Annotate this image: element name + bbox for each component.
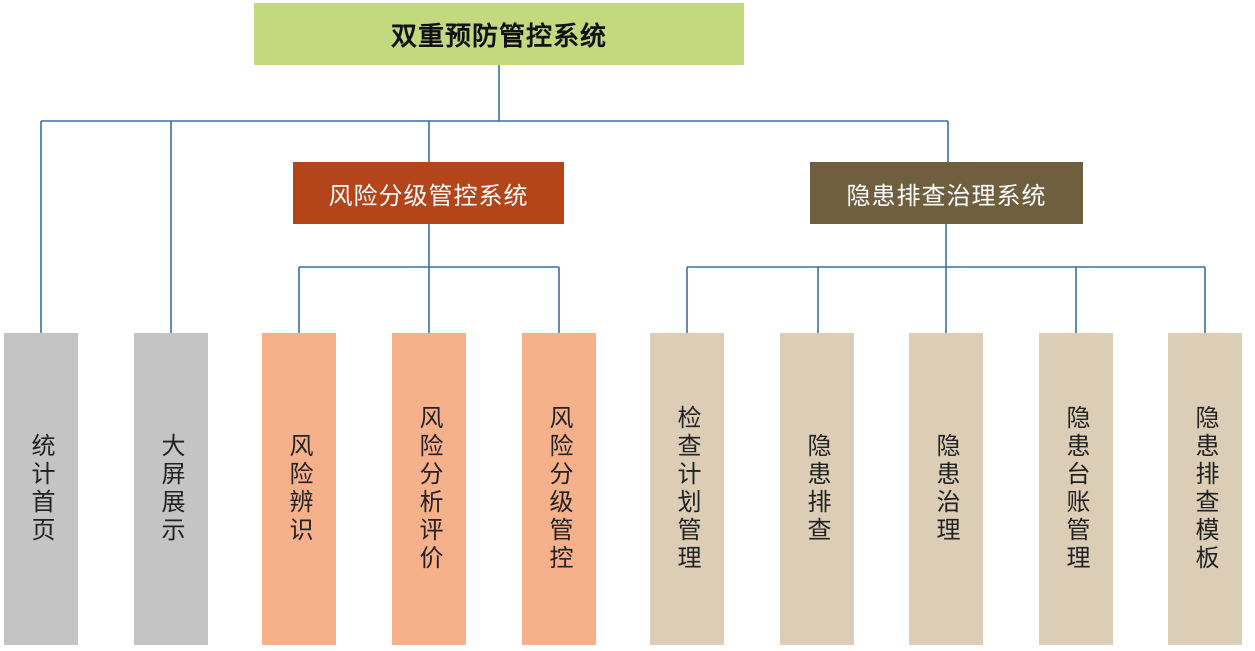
- module-hazard-check-label: 隐患排查: [803, 433, 831, 545]
- module-hazard-ledger-label: 隐患台账管理: [1062, 405, 1090, 573]
- module-inspection-plan: 检查计划管理: [650, 333, 724, 645]
- module-stats-home-label: 统计首页: [27, 433, 55, 545]
- module-risk-grading: 风险分级管控: [522, 333, 596, 645]
- module-hazard-check: 隐患排查: [780, 333, 854, 645]
- module-hazard-template: 隐患排查模板: [1168, 333, 1242, 645]
- module-hazard-ledger: 隐患台账管理: [1039, 333, 1113, 645]
- module-hazard-treat: 隐患治理: [909, 333, 983, 645]
- module-risk-identify: 风险辨识: [262, 333, 336, 645]
- module-hazard-treat-label: 隐患治理: [932, 433, 960, 545]
- module-risk-grading-label: 风险分级管控: [545, 405, 573, 573]
- hazard-system-box: 隐患排查治理系统: [810, 162, 1083, 224]
- module-big-screen: 大屏展示: [134, 333, 208, 645]
- risk-system-box: 风险分级管控系统: [293, 162, 564, 224]
- root-system-box: 双重预防管控系统: [254, 3, 744, 65]
- module-inspection-plan-label: 检查计划管理: [673, 405, 701, 573]
- hazard-system-label: 隐患排查治理系统: [846, 181, 1047, 210]
- module-risk-identify-label: 风险辨识: [285, 433, 313, 545]
- module-risk-evaluate: 风险分析评价: [392, 333, 466, 645]
- module-hazard-template-label: 隐患排查模板: [1191, 405, 1219, 573]
- root-system-label: 双重预防管控系统: [390, 21, 607, 52]
- risk-system-label: 风险分级管控系统: [328, 181, 529, 210]
- module-big-screen-label: 大屏展示: [157, 433, 185, 545]
- module-risk-evaluate-label: 风险分析评价: [415, 405, 443, 573]
- module-stats-home: 统计首页: [4, 333, 78, 645]
